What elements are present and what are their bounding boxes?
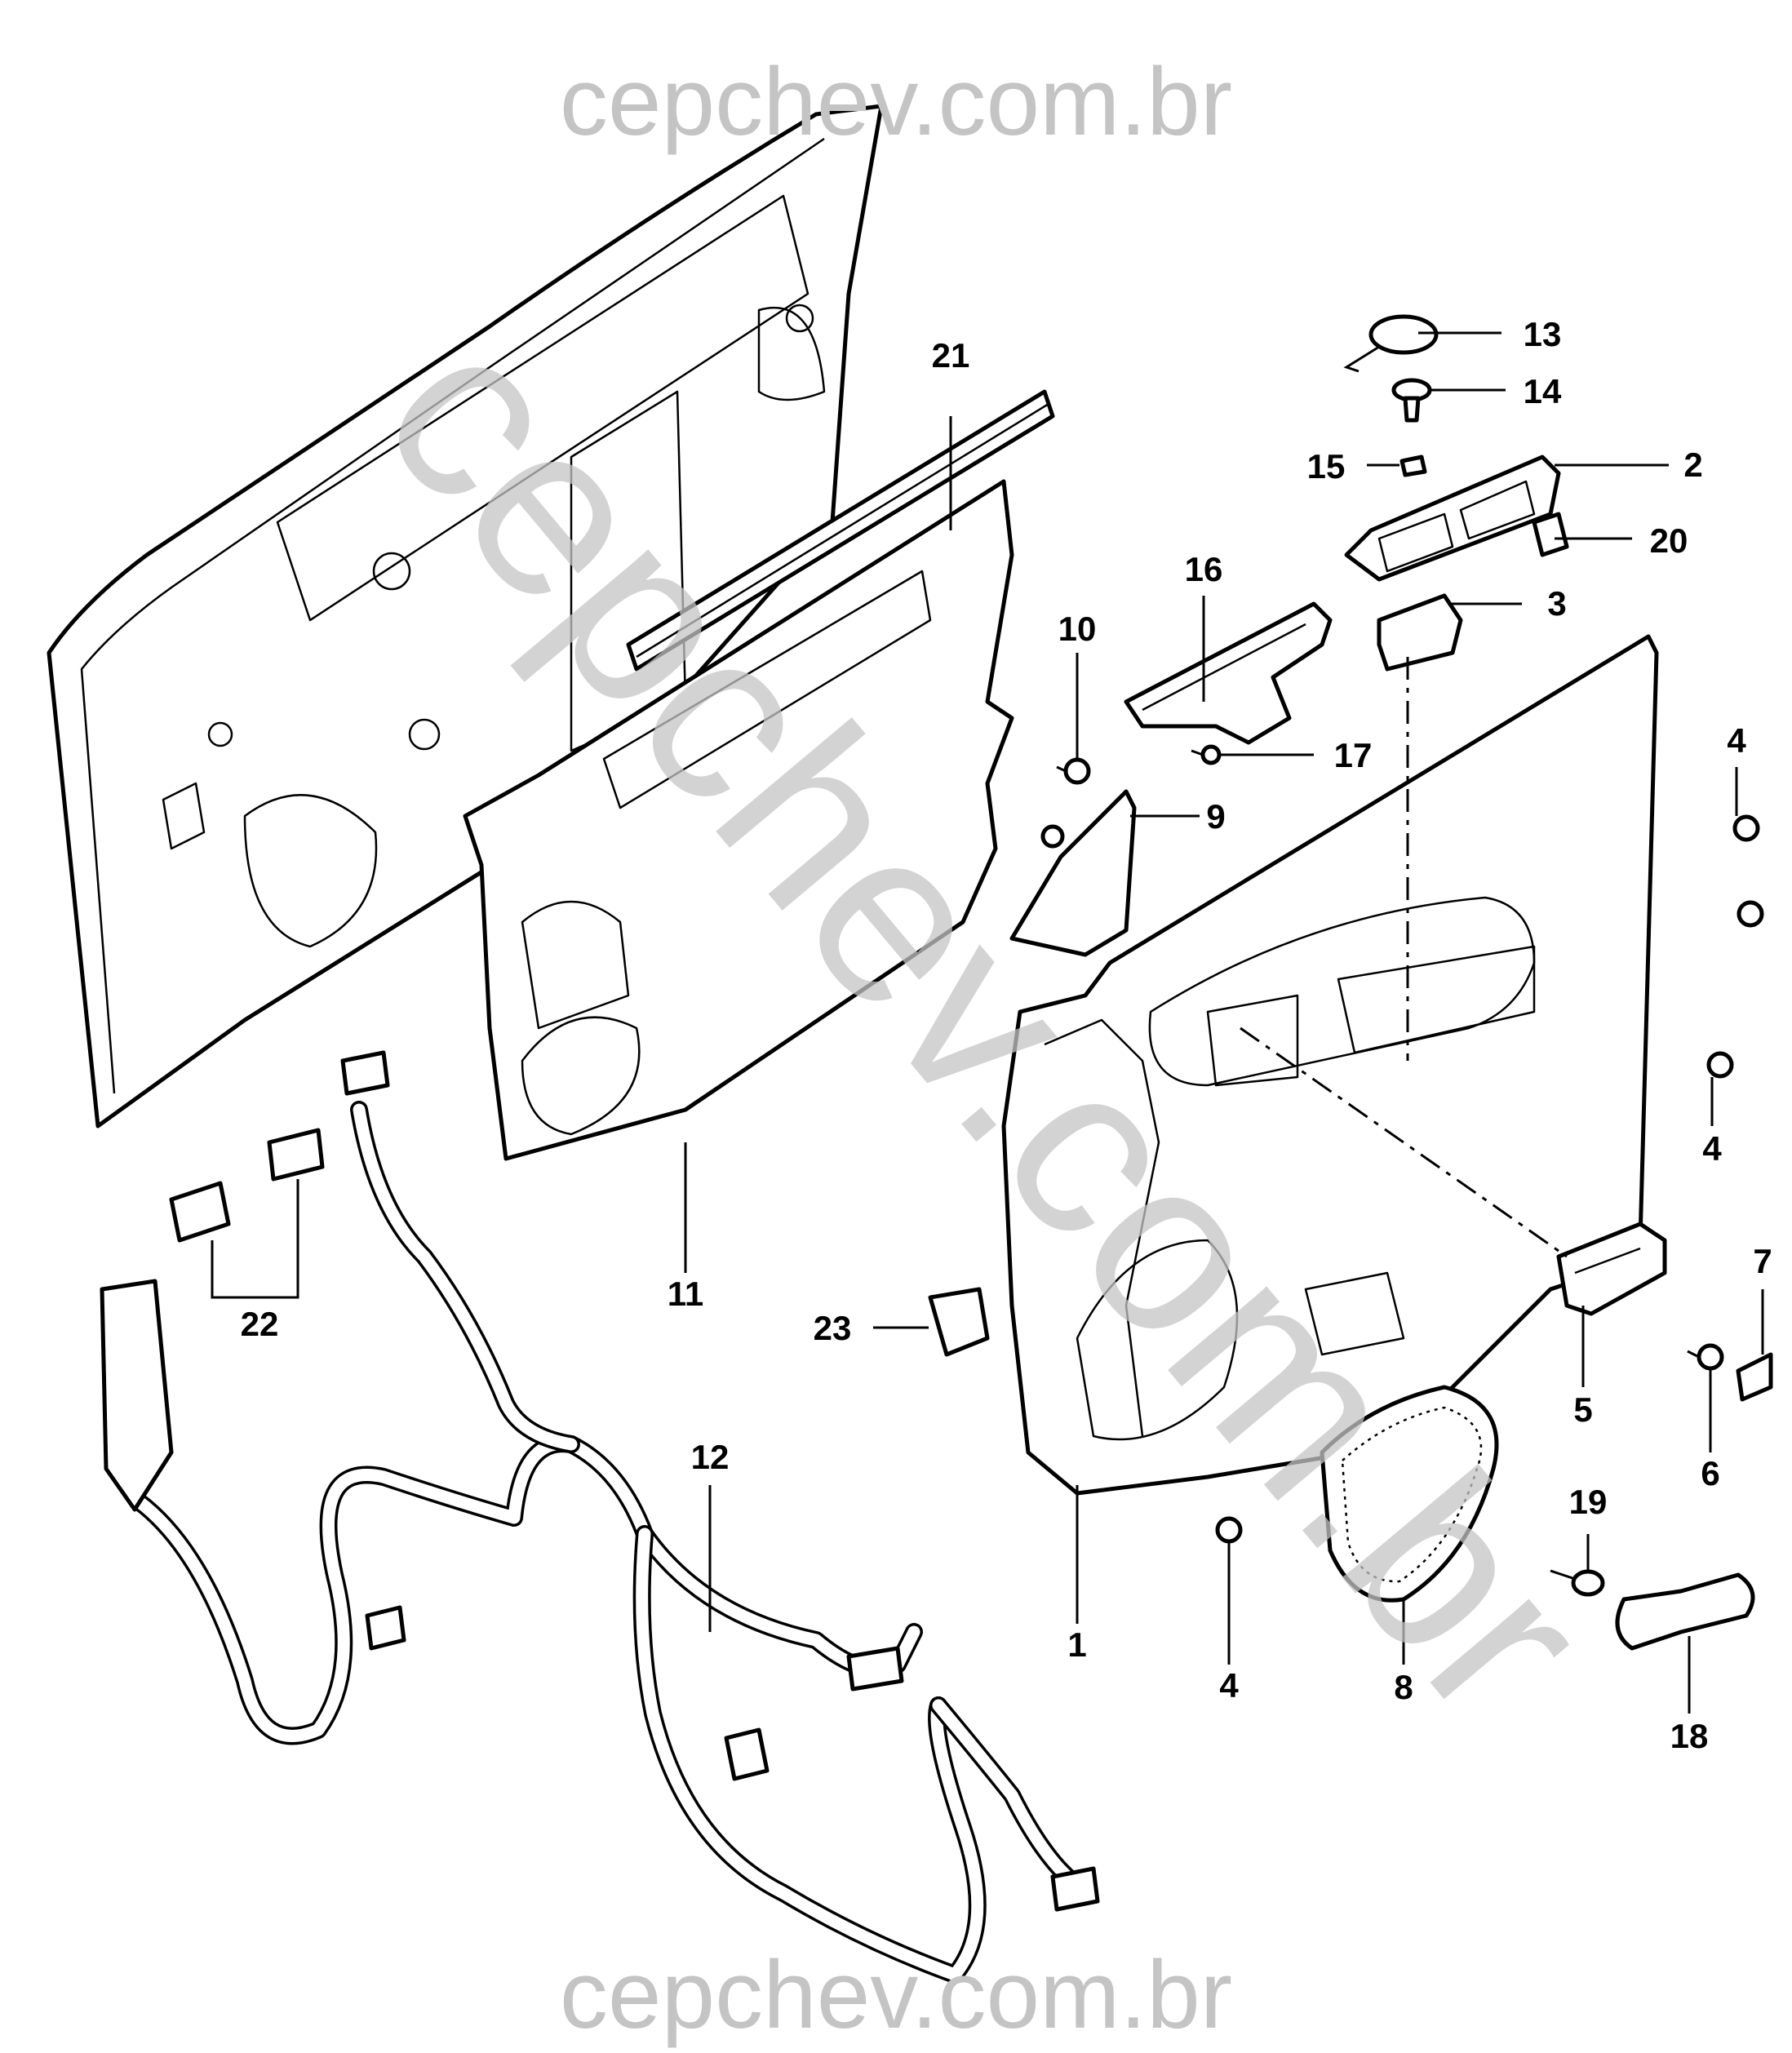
part-6-screw — [1687, 1343, 1724, 1371]
callout-23: 23 — [814, 1309, 852, 1347]
callout-11: 11 — [668, 1275, 703, 1313]
part-14-screw — [1391, 378, 1432, 423]
callout-4-middle: 4 — [1702, 1129, 1722, 1168]
callout-5: 5 — [1573, 1390, 1592, 1429]
callout-9: 9 — [1206, 797, 1225, 836]
callout-21: 21 — [932, 336, 970, 375]
part-16-bracket — [1124, 601, 1333, 745]
callout-17: 17 — [1334, 736, 1373, 774]
part-4-clips — [1215, 814, 1764, 1544]
part-20-clip — [1532, 512, 1569, 557]
part-11-water-deflector — [463, 479, 1014, 1161]
callout-15: 15 — [1307, 447, 1346, 486]
callout-1: 1 — [1067, 1625, 1086, 1664]
part-7-cover — [1736, 1352, 1773, 1402]
door-inner-frame — [47, 104, 884, 1128]
part-18-window-crank — [1615, 1572, 1755, 1651]
part-23-clip — [928, 1287, 990, 1357]
part-21-window-channel — [626, 389, 1055, 672]
part-8-speaker-grille — [1320, 1385, 1499, 1603]
callout-12: 12 — [691, 1438, 730, 1476]
watermark-bottom: cepchev.com.br — [560, 1941, 1232, 2049]
part-15-clip — [1399, 454, 1427, 477]
part-1-door-trim-panel — [1001, 634, 1659, 1496]
assembly-guide-lines — [1240, 657, 1568, 1258]
part-10-clip — [1056, 757, 1091, 785]
callout-20: 20 — [1650, 521, 1688, 560]
callout-18: 18 — [1670, 1717, 1709, 1755]
callout-22: 22 — [241, 1305, 279, 1343]
callout-4-bottom: 4 — [1219, 1666, 1239, 1705]
callout-7: 7 — [1753, 1242, 1772, 1280]
part-5-inside-handle — [1556, 1222, 1667, 1316]
leader-lines — [211, 331, 1764, 1714]
callout-2: 2 — [1683, 446, 1702, 484]
callout-13: 13 — [1524, 315, 1562, 353]
callout-14: 14 — [1524, 372, 1562, 410]
part-2-switch-bezel — [1344, 454, 1561, 582]
callout-4-top: 4 — [1727, 721, 1746, 760]
watermark-top: cepchev.com.br — [560, 48, 1232, 156]
part-9-mirror-trim — [1009, 789, 1137, 957]
callout-6: 6 — [1701, 1454, 1719, 1492]
callout-3: 3 — [1547, 584, 1566, 623]
callout-16: 16 — [1185, 550, 1223, 588]
callout-10: 10 — [1058, 610, 1097, 648]
part-3-switch-module — [1377, 593, 1463, 672]
part-17-screw — [1191, 744, 1222, 765]
part-22-foam-blocks — [169, 1128, 325, 1243]
part-13-plug — [1343, 314, 1439, 373]
part-12-wiring-harness — [100, 1050, 1100, 1984]
callout-19: 19 — [1569, 1483, 1608, 1521]
callout-labels: 1 2 3 4 4 4 5 6 7 8 9 10 11 12 13 14 15 … — [241, 315, 1772, 1755]
callout-8: 8 — [1394, 1668, 1413, 1706]
